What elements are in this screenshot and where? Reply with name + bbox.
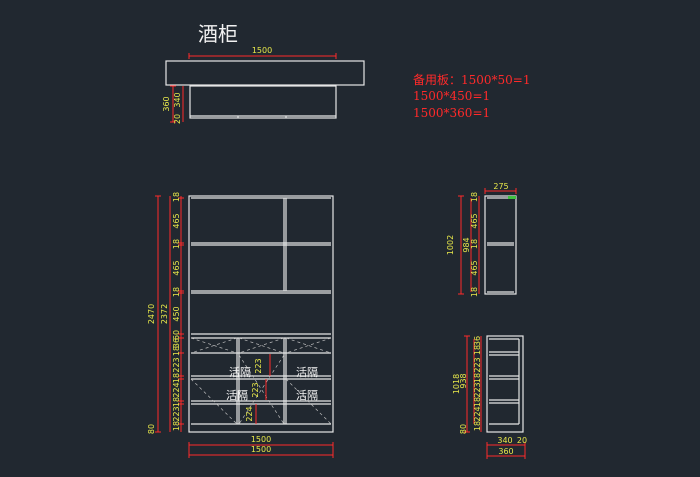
top-view-cabinet xyxy=(189,85,337,119)
top-depth-dim: 360 xyxy=(162,96,171,111)
internal-dim: 224 xyxy=(245,406,254,421)
front-cabinet-outline xyxy=(188,195,334,433)
side-overall-dim: 1002 xyxy=(446,235,455,255)
top-depth-dim: 340 xyxy=(173,92,182,107)
side-lower-cabinet xyxy=(486,335,524,433)
part-dim: 450 xyxy=(172,306,181,321)
side-lower-width-dim: 340 xyxy=(497,436,512,445)
part-dim: 18 xyxy=(470,192,479,202)
part-dim: 18 xyxy=(172,192,181,202)
top-board xyxy=(165,60,365,86)
overall-height-dim: 2470 xyxy=(147,304,156,324)
drawing-title: 酒柜 xyxy=(198,22,238,46)
movable-shelf-label: 活隔 xyxy=(296,366,318,379)
part-dim: 224 xyxy=(172,382,181,397)
side-lower-width-dim: 20 xyxy=(517,436,527,445)
part-dim: 18 xyxy=(172,346,181,356)
part-dim: 18 xyxy=(172,239,181,249)
part-dim: 223 xyxy=(172,406,181,421)
part-dim: 18 xyxy=(473,345,482,355)
top-width-dim: 1500 xyxy=(252,46,272,55)
part-dim: 18 xyxy=(172,373,181,383)
part-dim: 18 xyxy=(172,287,181,297)
base-height-dim: 80 xyxy=(147,424,156,434)
part-dim: 224 xyxy=(473,406,482,421)
internal-dim: 223 xyxy=(251,382,260,397)
movable-shelf-label: 活隔 xyxy=(229,366,251,379)
movable-shelf-label: 活隔 xyxy=(226,389,248,402)
spare-board-note: 1500*450=1 xyxy=(413,89,491,103)
side-middle-dim: 984 xyxy=(462,237,471,252)
part-dim: 465 xyxy=(172,213,181,228)
spare-board-note: 备用板：1500*50=1 xyxy=(413,73,531,87)
front-width-dim: 1500 xyxy=(251,435,271,444)
part-dim: 18 xyxy=(470,287,479,297)
part-dim: 18 xyxy=(473,397,482,407)
part-dim: 223 xyxy=(473,382,482,397)
side-middle-dim: 938 xyxy=(459,373,468,388)
part-dim: 36 xyxy=(473,336,482,346)
part-dim: 36 xyxy=(172,338,181,348)
side-upper-cabinet xyxy=(484,195,517,295)
spare-board-note: 1500*360=1 xyxy=(413,106,491,120)
edge-marker xyxy=(508,196,516,199)
part-dim: 18 xyxy=(172,421,181,431)
front-width-dim: 1500 xyxy=(251,445,271,454)
part-dim: 18 xyxy=(470,239,479,249)
inner-height-dim: 2372 xyxy=(160,304,169,324)
part-dim: 223 xyxy=(172,357,181,372)
movable-shelf-label: 活隔 xyxy=(296,389,318,402)
part-dim: 465 xyxy=(470,260,479,275)
part-dim: 465 xyxy=(172,260,181,275)
side-width-dim: 275 xyxy=(493,182,508,191)
part-dim: 223 xyxy=(473,357,482,372)
part-dim: 465 xyxy=(470,213,479,228)
internal-dim: 223 xyxy=(254,358,263,373)
part-dim: 60 xyxy=(172,330,181,340)
side-base-dim: 80 xyxy=(459,424,468,434)
side-lower-width-dim: 360 xyxy=(498,447,513,456)
part-dim: 18 xyxy=(473,421,482,431)
side-overall-dim: 1018 xyxy=(452,374,461,394)
part-dim: 18 xyxy=(172,397,181,407)
top-depth-dim: 20 xyxy=(173,114,182,124)
part-dim: 18 xyxy=(473,373,482,383)
